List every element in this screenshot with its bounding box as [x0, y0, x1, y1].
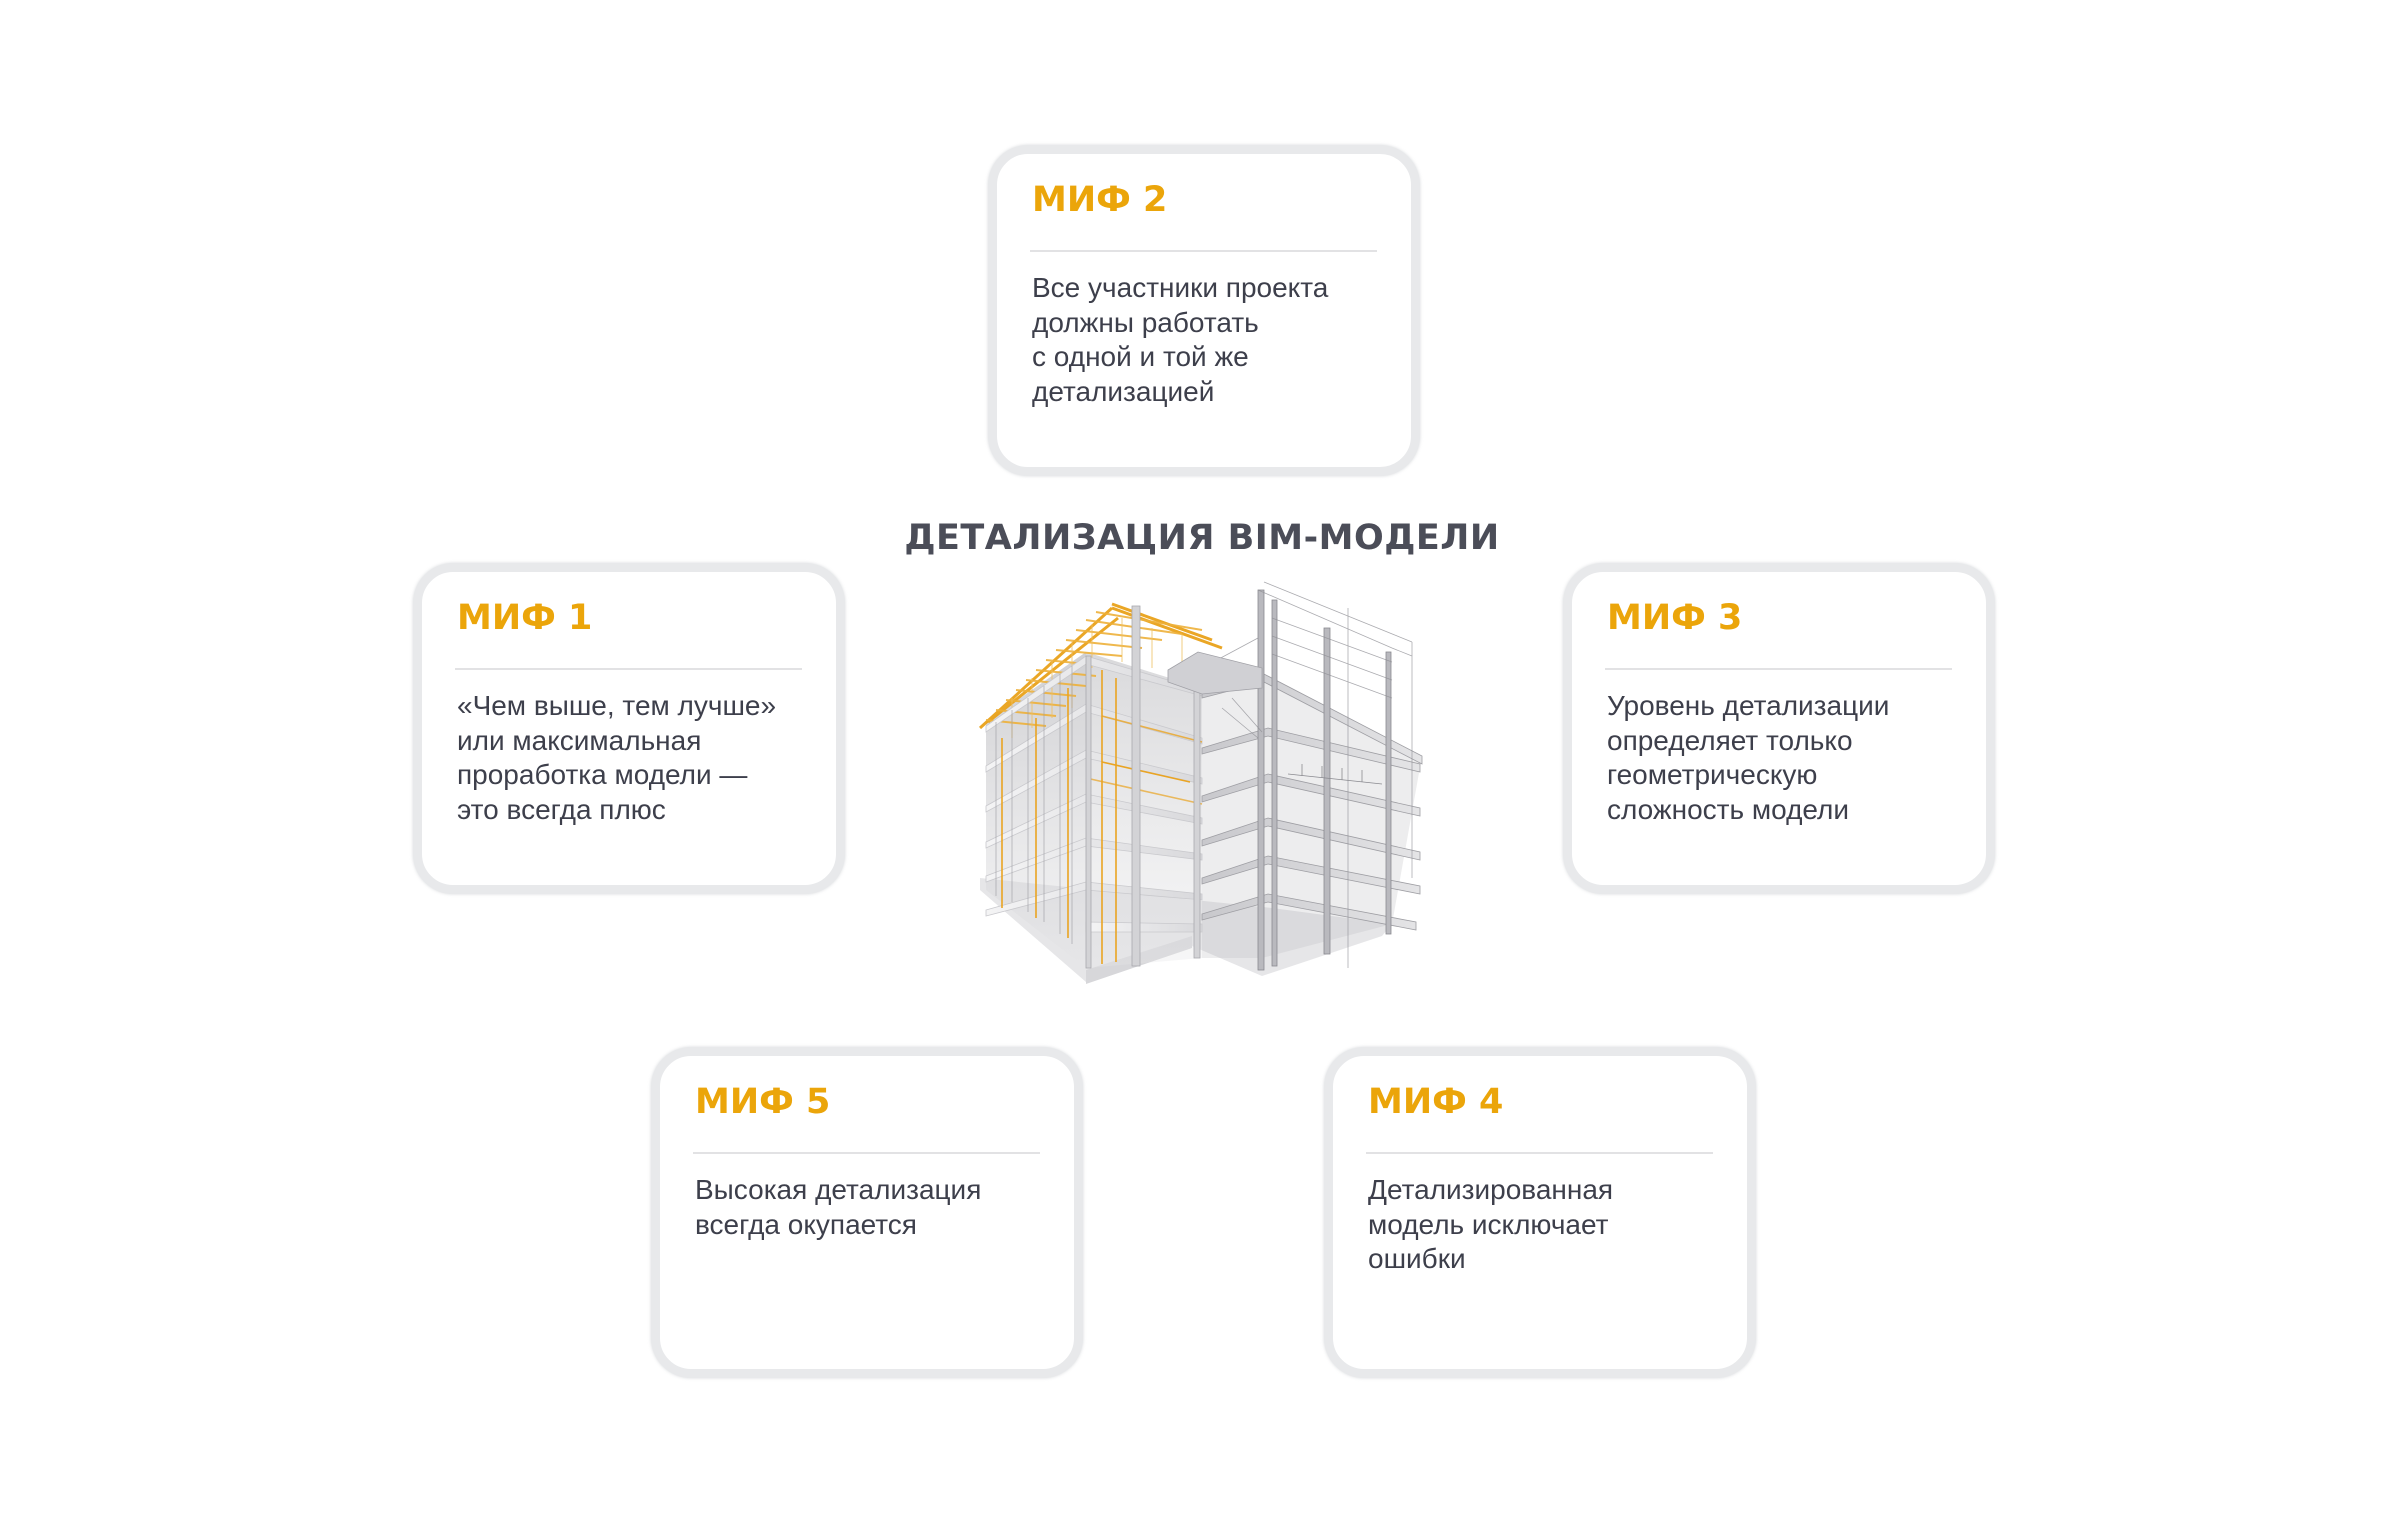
myth-text: «Чем выше, тем лучше» или максимальная п… [457, 690, 777, 825]
divider [1366, 1152, 1713, 1154]
myth-text: Уровень детализации определяет только ге… [1607, 690, 1890, 825]
divider [1030, 250, 1377, 252]
myth-label: МИФ 5 [695, 1082, 831, 1122]
myth-label: МИФ 3 [1607, 598, 1743, 638]
divider [1605, 668, 1952, 670]
myth-card-4: МИФ 4 Детализированная модель исключает … [1324, 1047, 1756, 1378]
myth-label: МИФ 4 [1368, 1082, 1504, 1122]
myth-text: Детализированная модель исключает ошибки [1368, 1174, 1614, 1274]
divider [693, 1152, 1040, 1154]
bim-building-illustration [978, 581, 1423, 984]
myth-card-2: МИФ 2 Все участники проекта должны работ… [988, 145, 1420, 476]
myth-text: Все участники проекта должны работать с … [1032, 272, 1329, 407]
myth-card-3: МИФ 3 Уровень детализации определяет тол… [1563, 563, 1995, 894]
divider [455, 668, 802, 670]
myth-card-5: МИФ 5 Высокая детализация всегда окупает… [651, 1047, 1083, 1378]
myth-card-1: МИФ 1 «Чем выше, тем лучше» или максимал… [413, 563, 845, 894]
myth-label: МИФ 2 [1032, 180, 1168, 220]
myth-label: МИФ 1 [457, 598, 593, 638]
myth-text: Высокая детализация всегда окупается [695, 1174, 982, 1240]
diagram-title: ДЕТАЛИЗАЦИЯ BIM-МОДЕЛИ [904, 518, 1500, 558]
